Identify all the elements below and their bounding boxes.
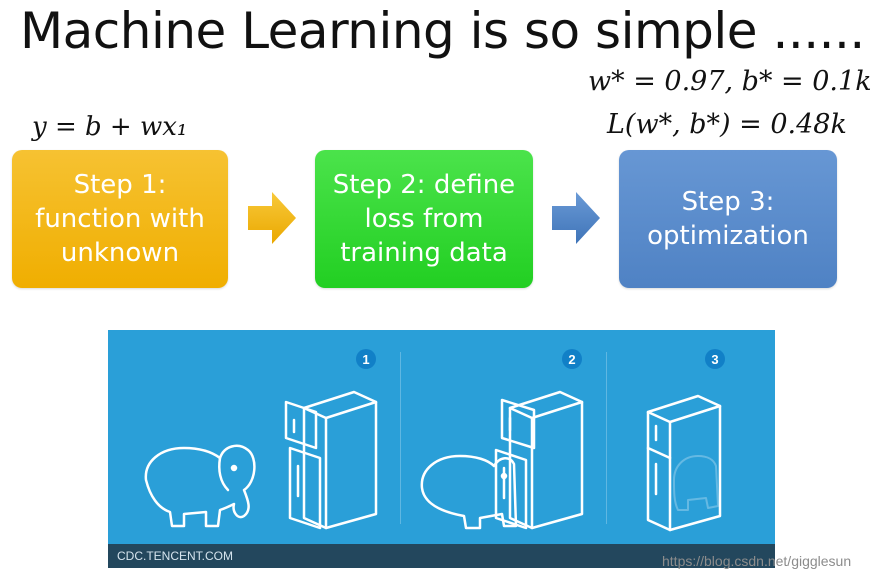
watermark-url: https://blog.csdn.net/gigglesun bbox=[662, 553, 852, 569]
step-3-box: Step 3: optimization bbox=[619, 150, 837, 288]
fridge-icon bbox=[494, 390, 584, 530]
optimum-parameters-equation: w* = 0.97, b* = 0.1k bbox=[588, 66, 872, 97]
panel-divider bbox=[400, 352, 401, 524]
fridge-icon bbox=[646, 394, 722, 532]
fridge-icon bbox=[284, 390, 378, 530]
panel-number-badge: 3 bbox=[705, 349, 725, 369]
step-3-label: Step 3: optimization bbox=[647, 187, 809, 251]
function-equation: y = b + wx₁ bbox=[32, 112, 188, 142]
step-2-label: Step 2: define loss from training data bbox=[332, 170, 516, 268]
elephant-icon bbox=[420, 454, 518, 530]
arrow-right-icon bbox=[248, 192, 296, 244]
step-2-box: Step 2: define loss from training data bbox=[315, 150, 533, 288]
panel-number-badge: 2 bbox=[562, 349, 582, 369]
line-art-drawing bbox=[144, 390, 722, 532]
elephant-icon bbox=[673, 455, 719, 511]
source-credit: CDC.TENCENT.COM bbox=[117, 549, 233, 563]
step-1-label: Step 1: function with unknown bbox=[35, 170, 205, 268]
panel-divider bbox=[606, 352, 607, 524]
step-1-box: Step 1: function with unknown bbox=[12, 150, 228, 288]
loss-value-equation: L(w*, b*) = 0.48k bbox=[607, 109, 847, 140]
panel-number-badge: 1 bbox=[356, 349, 376, 369]
panel-footer-bar bbox=[108, 544, 775, 568]
elephant-icon bbox=[144, 444, 256, 528]
slide-title: Machine Learning is so simple ...... bbox=[20, 2, 865, 60]
arrow-right-icon bbox=[552, 192, 600, 244]
elephant-fridge-illustration: 1 2 3 bbox=[108, 330, 775, 568]
